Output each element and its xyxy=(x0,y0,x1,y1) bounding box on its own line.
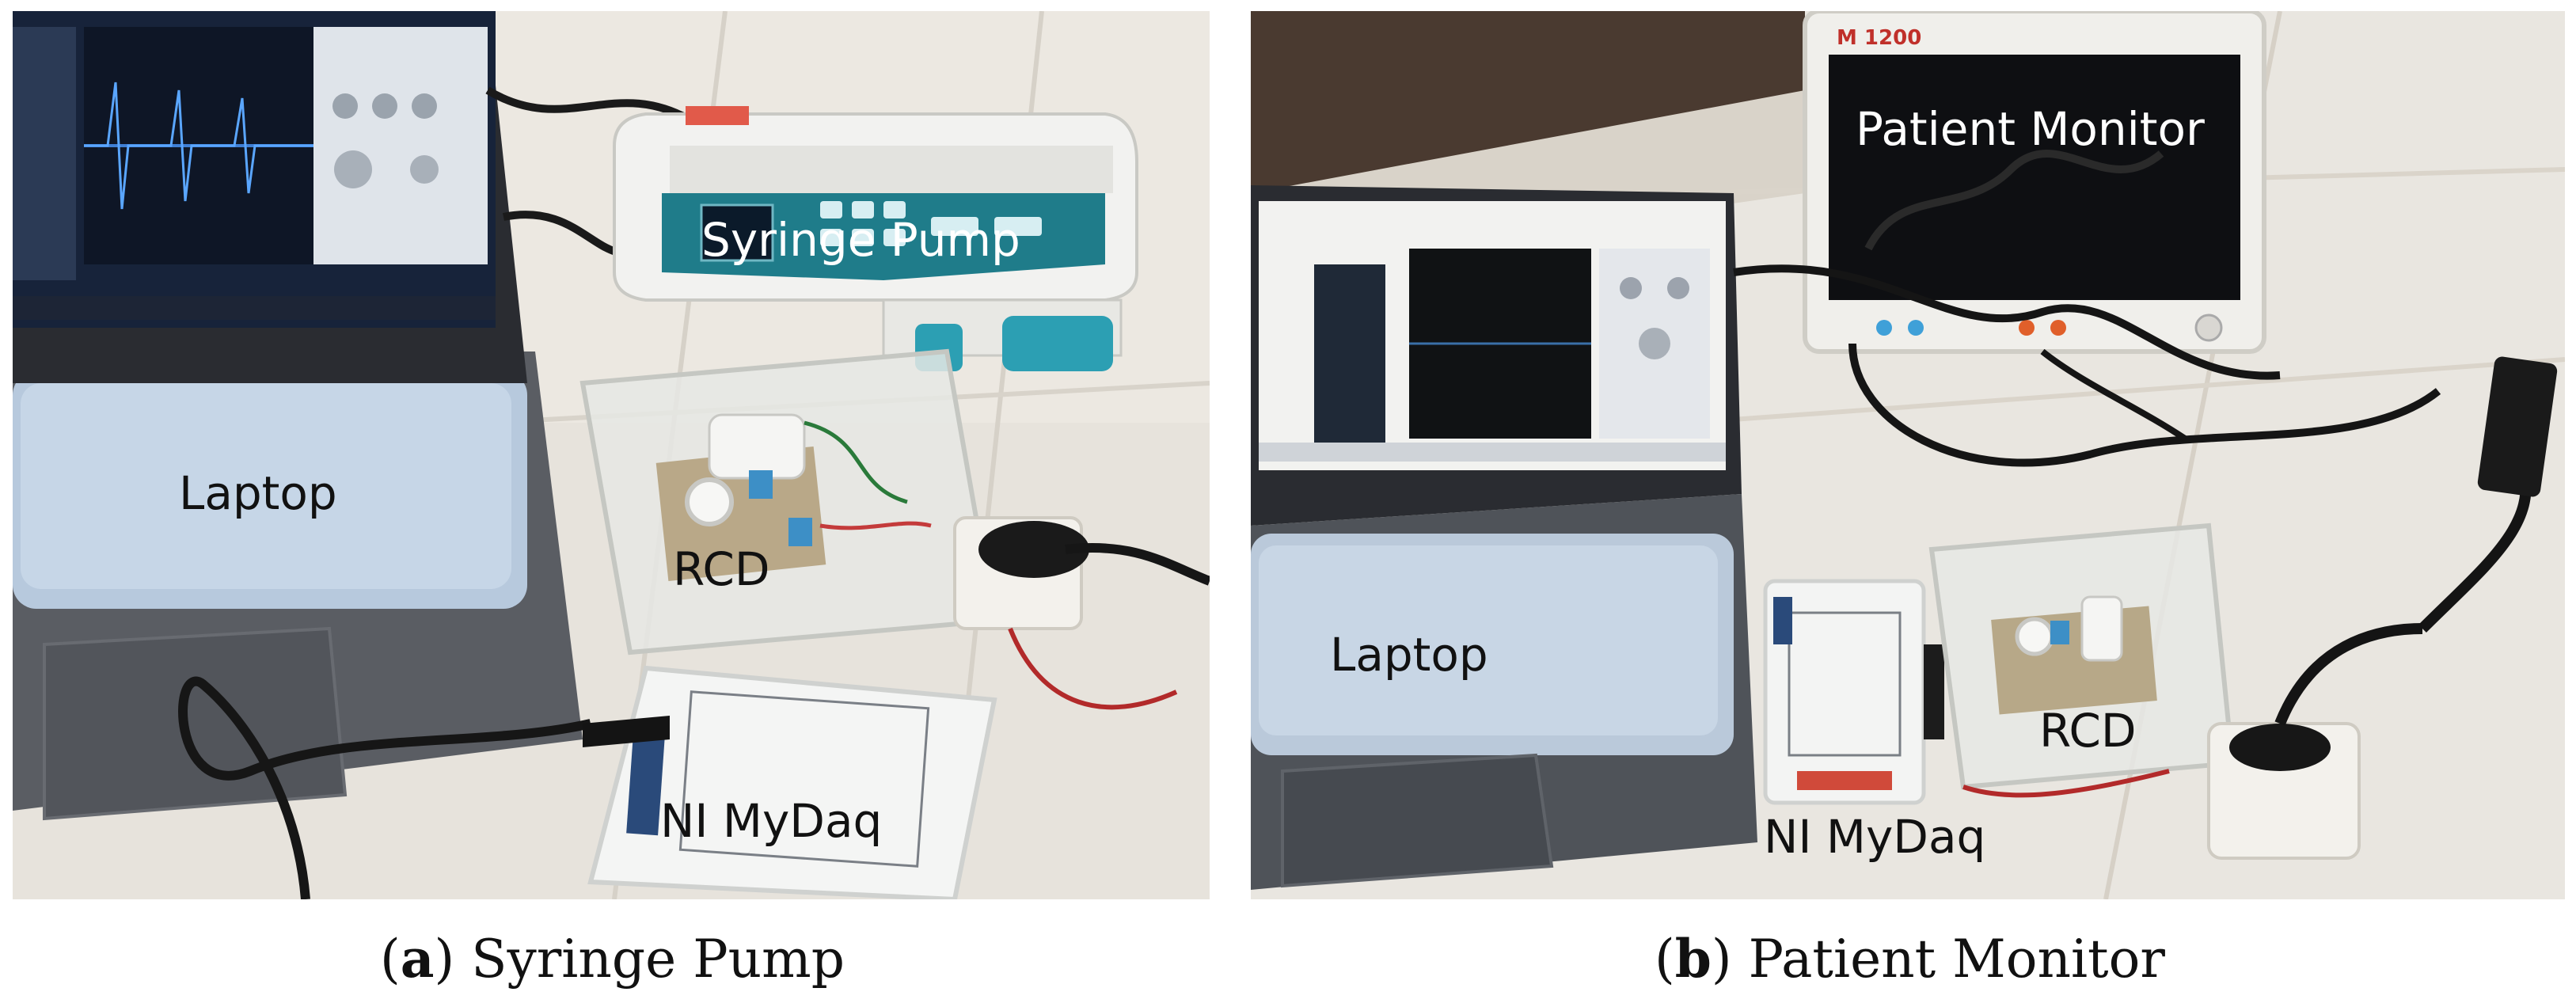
caption-a-text: Syringe Pump xyxy=(471,929,845,990)
caption-b: (b) Patient Monitor xyxy=(1655,928,2165,990)
ni-mydaq-device xyxy=(583,665,997,899)
power-adapter xyxy=(2477,356,2558,497)
label-ni-mydaq: NI MyDaq xyxy=(1764,810,1986,864)
ni-mydaq-device xyxy=(1763,579,1944,805)
monitor-brand-text: M 1200 xyxy=(1837,26,1921,50)
power-socket xyxy=(2207,623,2423,860)
caption-b-text: Patient Monitor xyxy=(1748,929,2165,990)
label-ni-mydaq: NI MyDaq xyxy=(660,794,883,848)
rcd-box xyxy=(1928,522,2236,798)
laptop xyxy=(1251,185,1757,890)
power-socket xyxy=(953,516,1210,710)
caption-a-letter: a xyxy=(400,928,435,990)
patient-monitor: M 1200 xyxy=(1803,11,2266,354)
usb-cable xyxy=(178,676,592,899)
photo-syringe-pump-setup xyxy=(13,11,1210,899)
label-patient-monitor: Patient Monitor xyxy=(1856,102,2205,156)
label-laptop: Laptop xyxy=(179,466,337,520)
label-syringe-pump: Syringe Pump xyxy=(701,213,1020,267)
syringe-pump xyxy=(613,106,1138,371)
caption-a: (a) Syringe Pump xyxy=(380,928,845,990)
label-rcd: RCD xyxy=(2039,704,2137,758)
photo-panel-syringe-pump: Laptop Syringe Pump RCD NI MyDaq xyxy=(13,11,1210,899)
label-rcd: RCD xyxy=(673,542,770,596)
rcd-box xyxy=(579,348,997,656)
photo-patient-monitor-setup: M 1200 xyxy=(1251,11,2565,899)
photo-panel-patient-monitor: M 1200 xyxy=(1251,11,2565,899)
caption-b-letter: b xyxy=(1674,928,1712,990)
laptop-touchpad xyxy=(43,626,348,821)
label-laptop: Laptop xyxy=(1330,628,1488,682)
